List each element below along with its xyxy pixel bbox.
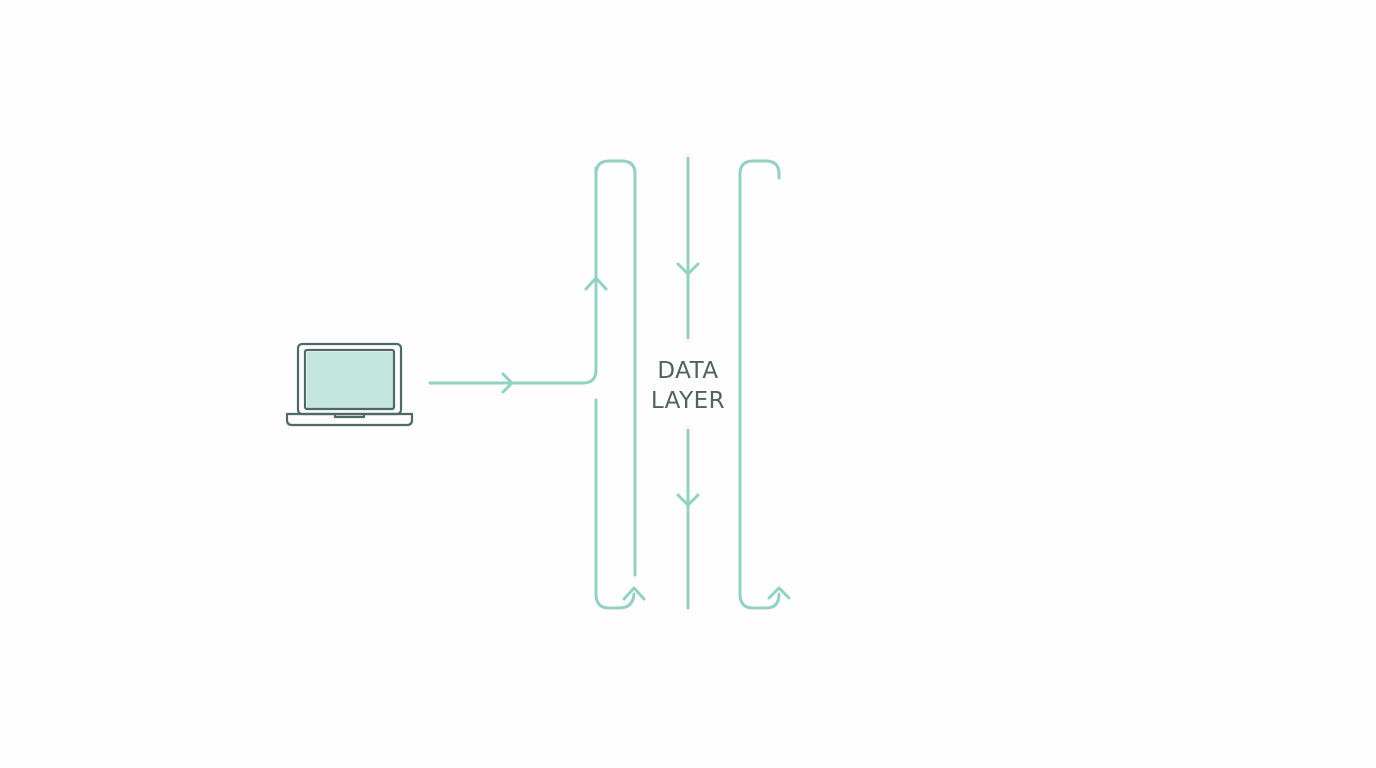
left-loop-arrow-head — [622, 586, 646, 601]
data-layer-label-line2: LAYER — [651, 388, 725, 414]
up-arrow-head — [584, 276, 608, 291]
right-loop-arrow-head — [767, 586, 791, 600]
center-flow — [676, 156, 700, 610]
laptop-screen-border — [303, 348, 396, 411]
data-layer-label: DATA LAYER — [651, 358, 725, 414]
right-loop-line — [738, 159, 781, 610]
center-down-arrow-top — [676, 262, 700, 276]
left-loop — [594, 159, 646, 610]
left-loop-top-line — [594, 159, 637, 577]
input-arrow-line — [428, 166, 598, 385]
laptop-icon — [285, 342, 414, 427]
laptop-screen-fill — [307, 352, 393, 408]
laptop-base — [285, 412, 414, 427]
center-down-arrow-bottom — [676, 493, 700, 507]
right-loop — [738, 159, 791, 610]
left-loop-bottom-line — [594, 398, 636, 610]
data-layer-label-line1: DATA — [657, 358, 718, 384]
input-arrow-head — [501, 372, 514, 394]
laptop-notch — [333, 412, 366, 419]
input-arrow — [428, 166, 608, 394]
